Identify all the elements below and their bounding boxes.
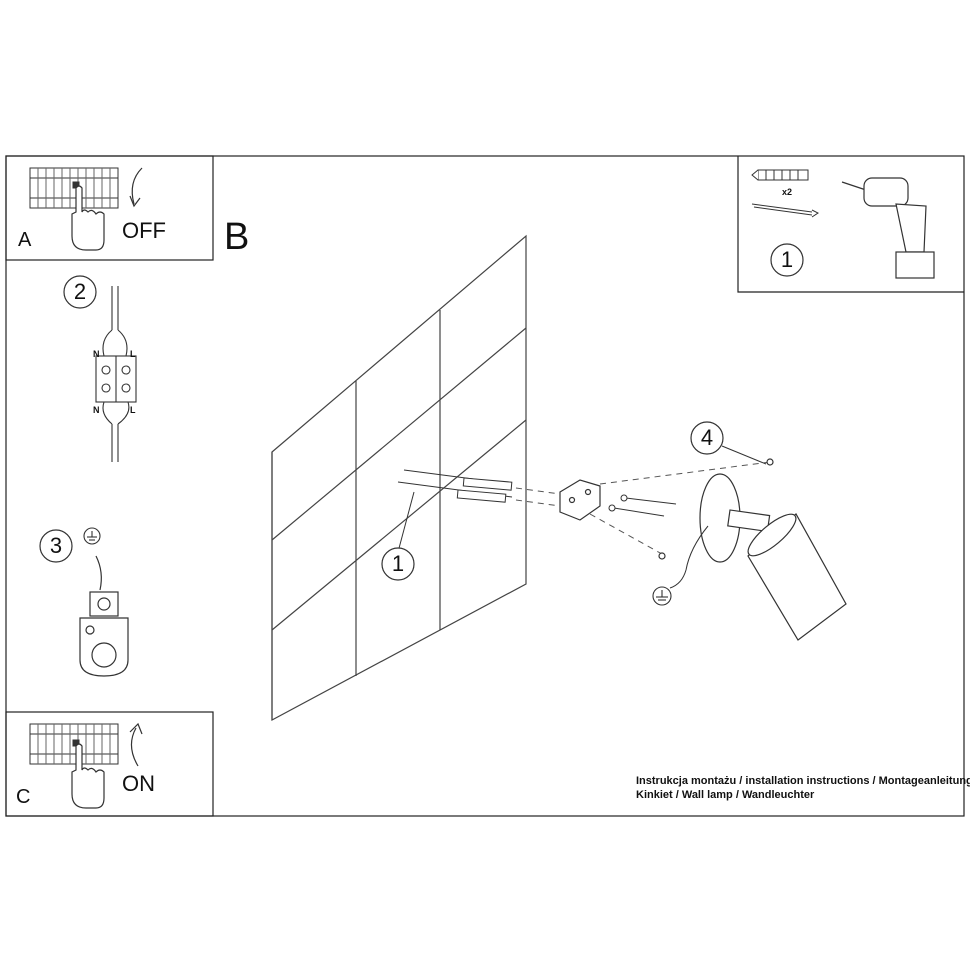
ground-wire	[669, 525, 709, 589]
step-number-anchors: 1	[391, 551, 405, 576]
panel-c-box	[5, 711, 214, 817]
tools-box	[737, 156, 964, 293]
anchor-count-label: x2	[782, 187, 793, 197]
panel-a-switch-label: OFF	[122, 218, 166, 243]
curved-arrow-icon	[129, 722, 143, 767]
drill-icon	[841, 177, 935, 279]
step-number-ground: 3	[49, 533, 63, 558]
panel-b-letter: B	[224, 216, 250, 258]
outer-frame	[5, 155, 965, 817]
step-circle	[63, 275, 97, 309]
wall-anchor-icon	[397, 469, 513, 503]
footer-line-1: Instrukcja montażu / installation instru…	[636, 775, 970, 787]
step-number-wiring: 2	[73, 279, 87, 304]
hand-pointer-icon	[71, 185, 105, 251]
ground-symbol-icon	[83, 527, 101, 545]
wiring-label-n-top: N	[93, 349, 100, 359]
panel-c-breaker-icon	[29, 723, 119, 765]
lamp-base	[658, 458, 774, 563]
leader-line	[721, 445, 767, 465]
wall-anchor-icon	[751, 169, 809, 181]
panel-c-letter: C	[16, 786, 31, 808]
wiring-label-l-bottom: L	[130, 405, 136, 415]
ground-terminal-icon	[79, 555, 129, 677]
footer-line-2: Kinkiet / Wall lamp / Wandleuchter	[636, 789, 815, 801]
panel-a-letter: A	[18, 229, 32, 251]
panel-c-switch-label: ON	[122, 771, 155, 796]
step-circle	[39, 529, 73, 563]
curved-arrow-icon	[129, 167, 143, 208]
step-number-tools: 1	[780, 247, 794, 272]
leader-line	[397, 491, 415, 553]
step-circle	[381, 547, 415, 581]
ground-symbol-icon	[652, 586, 672, 606]
step-circle	[690, 421, 724, 455]
hand-pointer-icon	[71, 743, 105, 809]
panel-a-box	[5, 155, 214, 261]
panel-a-breaker-icon	[29, 167, 119, 209]
wiring-connector-icon	[95, 286, 137, 462]
step-number-mount: 4	[700, 425, 714, 450]
wall-grid	[271, 234, 527, 722]
wiring-label-n-bottom: N	[93, 405, 100, 415]
screw-icon	[751, 203, 819, 218]
lamp-shade	[747, 513, 847, 641]
mounting-bracket	[559, 479, 601, 521]
wiring-label-l-top: L	[130, 349, 136, 359]
step-circle	[770, 243, 804, 277]
screw-icon	[608, 494, 677, 517]
